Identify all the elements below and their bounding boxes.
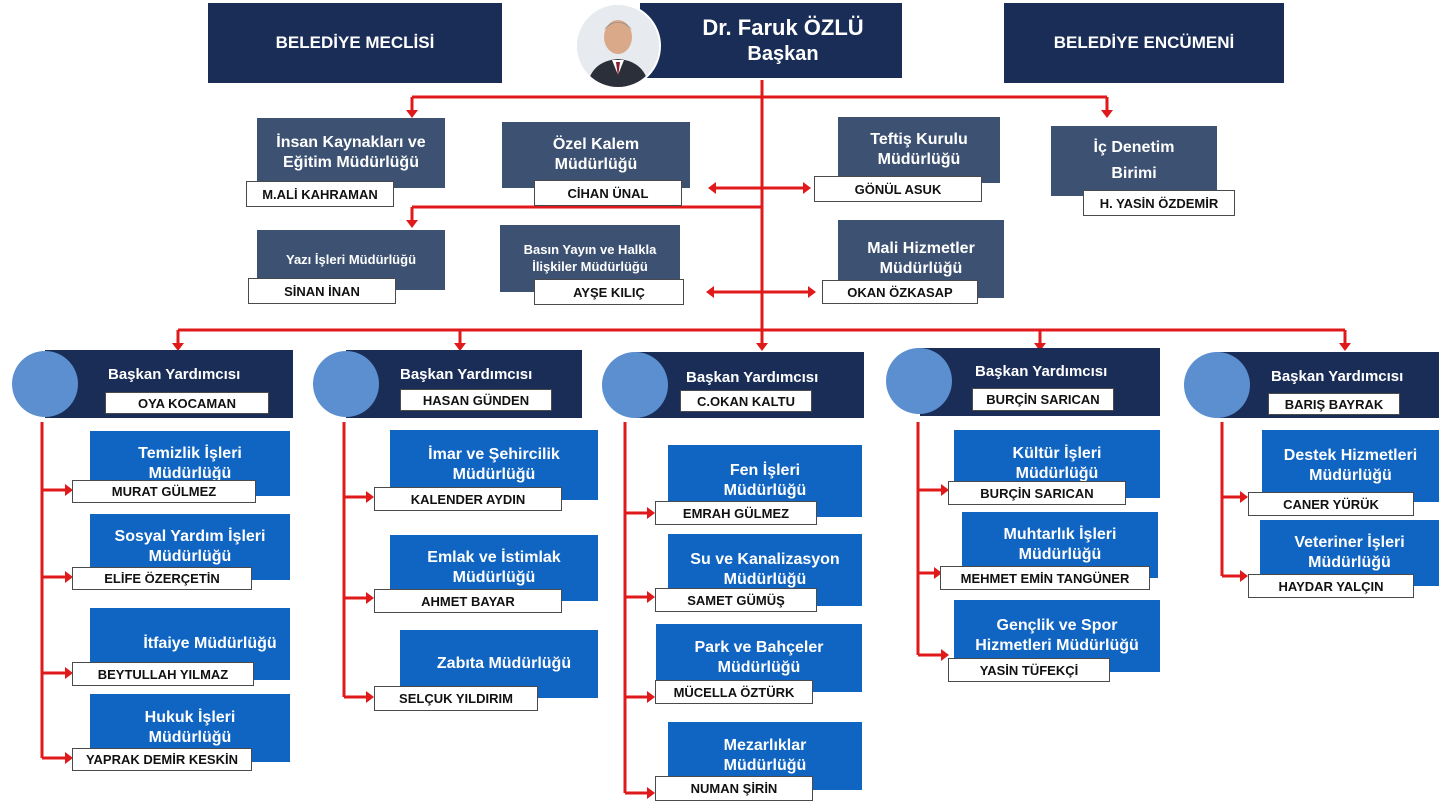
manager-label: M.ALİ KAHRAMAN [246, 181, 394, 207]
manager-label: H. YASİN ÖZDEMİR [1083, 190, 1235, 216]
unit-box-water-sewer: Su ve Kanalizasyon Müdürlüğü [668, 534, 862, 606]
manager-label: MURAT GÜLMEZ [72, 480, 256, 503]
deputy-label: Başkan Yardımcısı [686, 369, 819, 386]
manager-label: BEYTULLAH YILMAZ [72, 662, 254, 686]
unit-title: Veteriner İşleri Müdürlüğü [1294, 534, 1405, 571]
unit-title: Destek Hizmetleri Müdürlüğü [1283, 447, 1418, 484]
unit-title: Hukuk İşleri Müdürlüğü [144, 709, 236, 746]
unit-box-private-office: Özel Kalem Müdürlüğü [502, 122, 690, 188]
manager-label: OKAN ÖZKASAP [822, 280, 978, 304]
unit-title: Kültür İşleri Müdürlüğü [1012, 445, 1102, 482]
unit-box-internal-audit: İç Denetim Birimi [1051, 126, 1217, 196]
unit-title: İç Denetim Birimi [1093, 139, 1175, 182]
deputy-avatar [602, 352, 668, 418]
unit-title: Su ve Kanalizasyon Müdürlüğü [690, 551, 840, 588]
unit-title: Muhtarlık İşleri Müdürlüğü [1003, 526, 1117, 563]
mayor-box: Dr. Faruk ÖZLÜ Başkan [640, 3, 902, 78]
council-box: BELEDİYE MECLİSİ [208, 3, 502, 83]
deputy-avatar [12, 351, 78, 417]
manager-label: CANER YÜRÜK [1248, 492, 1414, 516]
unit-title: Fen İşleri Müdürlüğü [723, 462, 807, 499]
deputy-name: HASAN GÜNDEN [400, 389, 552, 411]
manager-label: EMRAH GÜLMEZ [655, 501, 817, 525]
deputy-label: Başkan Yardımcısı [400, 366, 533, 383]
deputy-avatar [1184, 352, 1250, 418]
unit-title: Mezarlıklar Müdürlüğü [723, 737, 807, 774]
unit-box-inspection: Teftiş Kurulu Müdürlüğü [838, 117, 1000, 183]
unit-title: Park ve Bahçeler Müdürlüğü [694, 639, 824, 676]
deputy-label: Başkan Yardımcısı [108, 366, 241, 383]
manager-label: SİNAN İNAN [248, 278, 396, 304]
mayor-name: Dr. Faruk ÖZLÜ [702, 15, 864, 41]
manager-label: ELİFE ÖZERÇETİN [72, 567, 252, 590]
unit-title: Temizlik İşleri Müdürlüğü [138, 444, 242, 482]
manager-label: MÜCELLA ÖZTÜRK [655, 680, 813, 704]
unit-title: Gençlik ve Spor Hizmetleri Müdürlüğü [975, 617, 1139, 654]
council-label: BELEDİYE MECLİSİ [275, 33, 435, 53]
deputy-name: C.OKAN KALTU [680, 390, 812, 412]
deputy-avatar [313, 351, 379, 417]
unit-title: Mali Hizmetler Müdürlüğü [867, 240, 975, 277]
manager-label: MEHMET EMİN TANGÜNER [940, 566, 1150, 590]
manager-label: GÖNÜL ASUK [814, 176, 982, 202]
unit-title: Basın Yayın ve Halkla İlişkiler Müdürlüğ… [523, 242, 657, 274]
manager-label: YASİN TÜFEKÇİ [948, 658, 1110, 682]
manager-label: AHMET BAYAR [374, 589, 562, 613]
deputy-label: Başkan Yardımcısı [975, 363, 1108, 380]
unit-title: İnsan Kaynakları ve Eğitim Müdürlüğü [276, 134, 426, 171]
committee-label: BELEDİYE ENCÜMENİ [1053, 33, 1235, 53]
mayor-title: Başkan [747, 42, 819, 65]
committee-box: BELEDİYE ENCÜMENİ [1004, 3, 1284, 83]
manager-label: NUMAN ŞİRİN [655, 776, 813, 801]
manager-label: HAYDAR YALÇIN [1248, 574, 1414, 598]
deputy-name: BARIŞ BAYRAK [1268, 393, 1400, 415]
unit-title: Özel Kalem Müdürlüğü [552, 136, 640, 173]
manager-label: SAMET GÜMÜŞ [655, 588, 817, 612]
unit-title: Zabıta Müdürlüğü [436, 655, 572, 672]
unit-title: Sosyal Yardım İşleri Müdürlüğü [114, 528, 266, 565]
manager-label: BURÇİN SARICAN [948, 481, 1126, 505]
manager-label: SELÇUK YILDIRIM [374, 686, 538, 711]
deputy-name: BURÇİN SARICAN [972, 388, 1114, 411]
unit-title: İmar ve Şehircilik Müdürlüğü [428, 446, 560, 483]
deputy-avatar [886, 348, 952, 414]
unit-box-hr: İnsan Kaynakları ve Eğitim Müdürlüğü [257, 118, 445, 188]
unit-title: Emlak ve İstimlak Müdürlüğü [427, 549, 561, 586]
unit-title: Yazı İşleri Müdürlüğü [285, 251, 417, 267]
manager-label: CİHAN ÜNAL [534, 180, 682, 206]
unit-title: Teftiş Kurulu Müdürlüğü [870, 131, 968, 168]
unit-title: İtfaiye Müdürlüğü [143, 635, 277, 652]
manager-label: KALENDER AYDIN [374, 487, 562, 511]
deputy-name: OYA KOCAMAN [105, 392, 269, 414]
manager-label: AYŞE KILIÇ [534, 279, 684, 305]
person-icon [577, 5, 659, 87]
mayor-photo [575, 3, 661, 89]
manager-label: YAPRAK DEMİR KESKİN [72, 748, 252, 771]
deputy-label: Başkan Yardımcısı [1271, 368, 1404, 385]
unit-box-support: Destek Hizmetleri Müdürlüğü [1262, 430, 1439, 502]
